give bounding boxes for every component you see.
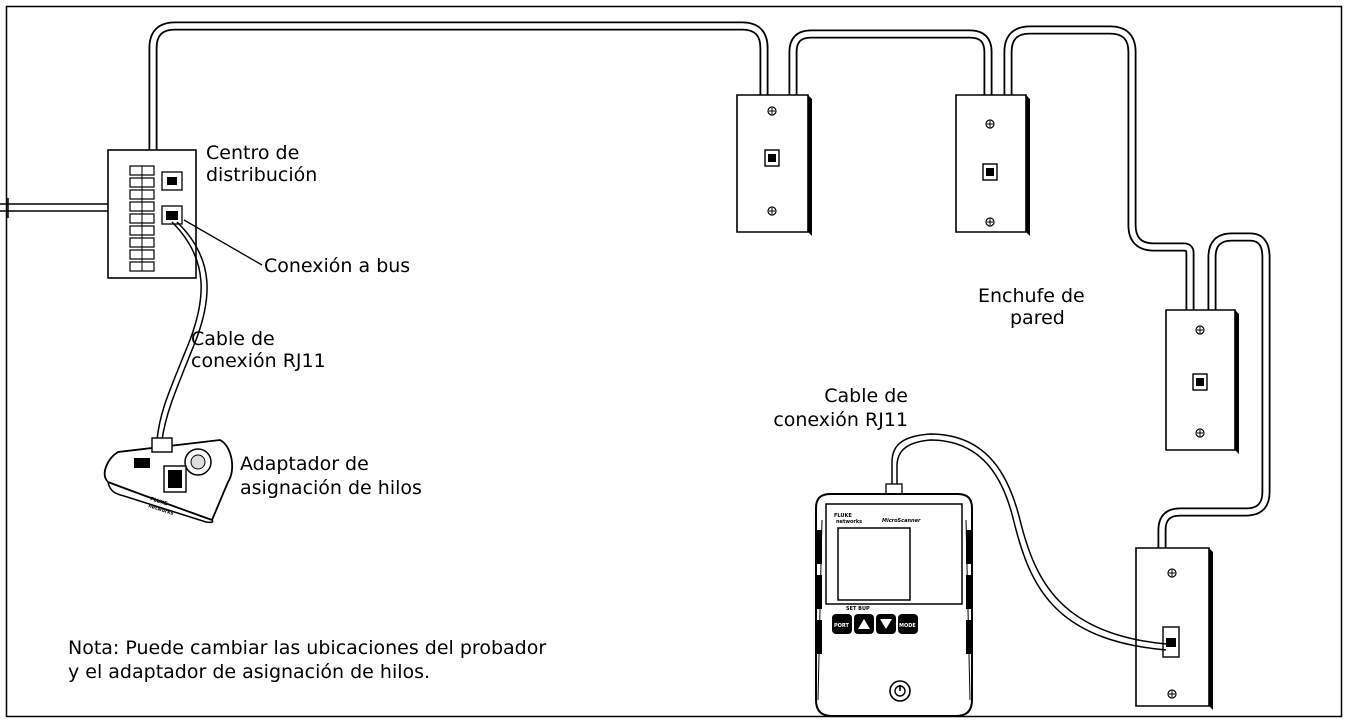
- wall-plate-icon: [1165, 309, 1239, 454]
- backbone-cable: [148, 21, 1271, 553]
- diagram-border: [5, 5, 1343, 718]
- bus-connection-label: Conexión a bus: [264, 255, 410, 277]
- svg-text:networks: networks: [836, 519, 862, 525]
- distribution-panel-icon: [107, 149, 197, 279]
- svg-text:PORT: PORT: [834, 623, 850, 629]
- power-button-icon: [889, 680, 911, 702]
- wall-plate-icon: [955, 94, 1030, 236]
- tester-brand: FLUKE: [834, 513, 852, 519]
- mode-button: [898, 614, 918, 634]
- tester-icon: FLUKE networks MicroScanner SET BUP PORT…: [815, 493, 973, 717]
- tester-model: MicroScanner: [882, 518, 921, 524]
- note-text: Nota: Puede cambiar las ubicaciones del …: [68, 637, 546, 683]
- svg-text:SET BUP: SET BUP: [846, 606, 870, 612]
- svg-text:MODE: MODE: [899, 623, 916, 629]
- wiremap-adapter-icon: FLUKE networks: [103, 437, 234, 524]
- svg-text:FLUKE: FLUKE: [149, 496, 168, 507]
- port-button: [832, 614, 852, 634]
- left-patch-cable: [156, 221, 208, 441]
- wall-plate-icon: [736, 94, 812, 236]
- patch-cable-right-label: Cable de: [824, 385, 908, 407]
- bus-connection-leader: [183, 219, 263, 266]
- wall-plate-icon: [1135, 547, 1213, 710]
- patch-cable-right-label-2: conexión RJ11: [773, 409, 908, 431]
- tester-screen: [837, 527, 911, 601]
